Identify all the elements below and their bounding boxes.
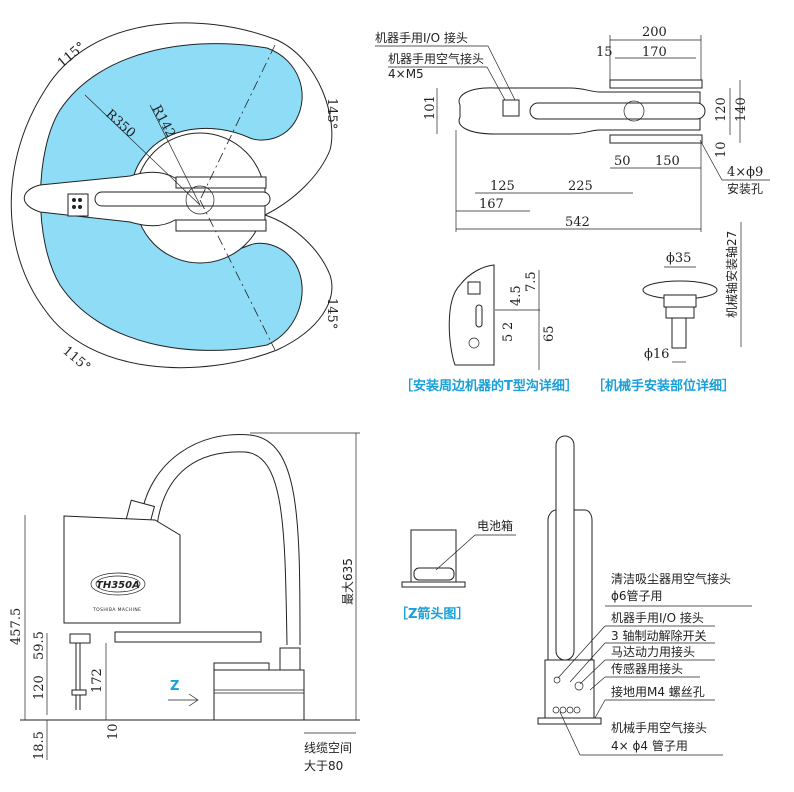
cable-note-1: 线缆空间: [304, 741, 352, 755]
dim-15: 15: [596, 45, 613, 60]
label-holes: 4×ϕ9: [727, 165, 763, 180]
z-arrow-icon: [168, 693, 199, 707]
tool-flange: [67, 193, 89, 217]
centerline-upper: [199, 44, 276, 201]
arm-link: [94, 191, 271, 207]
z-arrow-view: 电池箱 ［Z箭头图］: [395, 518, 516, 622]
dim-225: 225: [568, 179, 593, 194]
arm-plate: [114, 631, 262, 643]
dim-5: 5: [501, 334, 516, 342]
dim-10-side: 10: [106, 723, 121, 740]
rear-view: 清洁吸尘器用空气接头 ϕ6管子用 机器手用I/O 接头 3 轴制动解除开关 马达…: [537, 435, 752, 756]
dim-phi35: ϕ35: [666, 251, 691, 266]
dim-18-5: 18.5: [32, 731, 47, 760]
callout-cleaner-tube: ϕ6管子用: [611, 588, 663, 603]
dim-65: 65: [542, 325, 557, 342]
dim-167: 167: [479, 197, 504, 212]
callout-cleaner-air: 清洁吸尘器用空气接头: [611, 571, 731, 586]
dim-140: 140: [734, 97, 749, 122]
dim-120-side: 120: [32, 675, 47, 700]
base-box: [213, 669, 305, 721]
callout-hand-air: 机械手用空气接头: [611, 720, 707, 735]
battery-box: [413, 567, 455, 581]
angle-145-lower: 145°: [324, 298, 339, 329]
outer-reach-arc: [10, 22, 333, 369]
callout-motor: 马达动力用接头: [611, 644, 695, 659]
angle-115-upper: 115°: [55, 39, 89, 71]
dim-170: 170: [642, 45, 667, 60]
dim-phi16: ϕ16: [644, 347, 669, 362]
z-view-caption: ［Z箭头图］: [395, 606, 469, 622]
callout-hand-tube: 4× ϕ4 管子用: [611, 738, 688, 753]
dim-120: 120: [714, 97, 729, 122]
plan-flange: [502, 99, 520, 117]
shaft-caption: ［机械手安装部位详细］: [592, 378, 735, 394]
cable-note-2: 大于80: [304, 759, 343, 773]
dim-50: 50: [614, 154, 631, 169]
dim-max-635: 最大635: [341, 558, 355, 605]
robot-head: [63, 515, 181, 624]
shaft-detail: ϕ35 ϕ16 机械轴安装轴27 ［机械手安装部位详细］: [592, 222, 742, 394]
joint-circle: [185, 185, 215, 215]
dim-101: 101: [423, 95, 438, 120]
dim-7-5: 7.5: [524, 271, 539, 292]
plan-view: 200 15 170 101 120 140 10 50 150 125 225…: [375, 25, 770, 232]
label-io-connector: 机器手用I/O 接头: [375, 30, 468, 45]
dim-4-5: 4.5: [509, 285, 524, 306]
battery-label: 电池箱: [477, 518, 513, 533]
callout-sensor: 传感器用接头: [611, 661, 683, 676]
shaft: [671, 317, 687, 349]
dim-542: 542: [565, 215, 590, 230]
dim-2: 2: [501, 322, 516, 330]
cable-hose-inner: [156, 451, 288, 646]
dim-200: 200: [642, 25, 667, 40]
dim-172: 172: [90, 668, 105, 693]
axis-label: 机械轴安装轴27: [724, 231, 739, 318]
dim-10: 10: [714, 141, 729, 158]
plan-arm-link: [529, 102, 706, 120]
callout-ground: 接地用M4 螺丝孔: [611, 684, 705, 699]
dim-125: 125: [490, 179, 515, 194]
r350-line: [84, 94, 201, 206]
t-slot-caption: ［安装周边机器的T型沟详细］: [400, 378, 578, 394]
callout-brake: 3 轴制动解除开关: [611, 628, 706, 643]
dim-59-5: 59.5: [32, 631, 47, 660]
z-arrow-label: Z: [170, 679, 179, 694]
label-air-spec: 4×M5: [388, 67, 424, 81]
brand-maker: TOSHIBA MACHINE: [92, 607, 141, 613]
cable-hose-outer: [140, 433, 301, 646]
base-plate-top: [175, 176, 267, 189]
plan-base-top: [609, 79, 703, 89]
label-air-connector: 机器手用空气接头: [388, 51, 484, 66]
side-view: TH350A TOSHIBA MACHINE 457.5 59.5 120 17…: [9, 432, 360, 773]
label-holes-note: 安装孔: [727, 181, 763, 196]
dim-150: 150: [655, 154, 680, 169]
r142-line: [149, 104, 201, 206]
base-plate-bottom: [175, 219, 267, 232]
callout-io: 机器手用I/O 接头: [611, 610, 704, 625]
dim-457-5: 457.5: [9, 608, 24, 645]
shaft-clamp: [665, 306, 695, 319]
plan-base-bottom: [609, 134, 703, 144]
angle-145-upper: 145°: [324, 98, 339, 129]
t-slot-body: [448, 264, 495, 366]
angle-115-lower: 115°: [59, 344, 93, 376]
rear-cable-hose: [555, 435, 575, 661]
centerline-lower: [199, 199, 276, 351]
t-slot-detail: 7.5 4.5 2 5 65 ［安装周边机器的T型沟详细］: [400, 264, 578, 394]
work-area-view: R350 R142 115° 115° 145° 145°: [10, 22, 339, 376]
brand-model: TH350A: [96, 580, 140, 591]
